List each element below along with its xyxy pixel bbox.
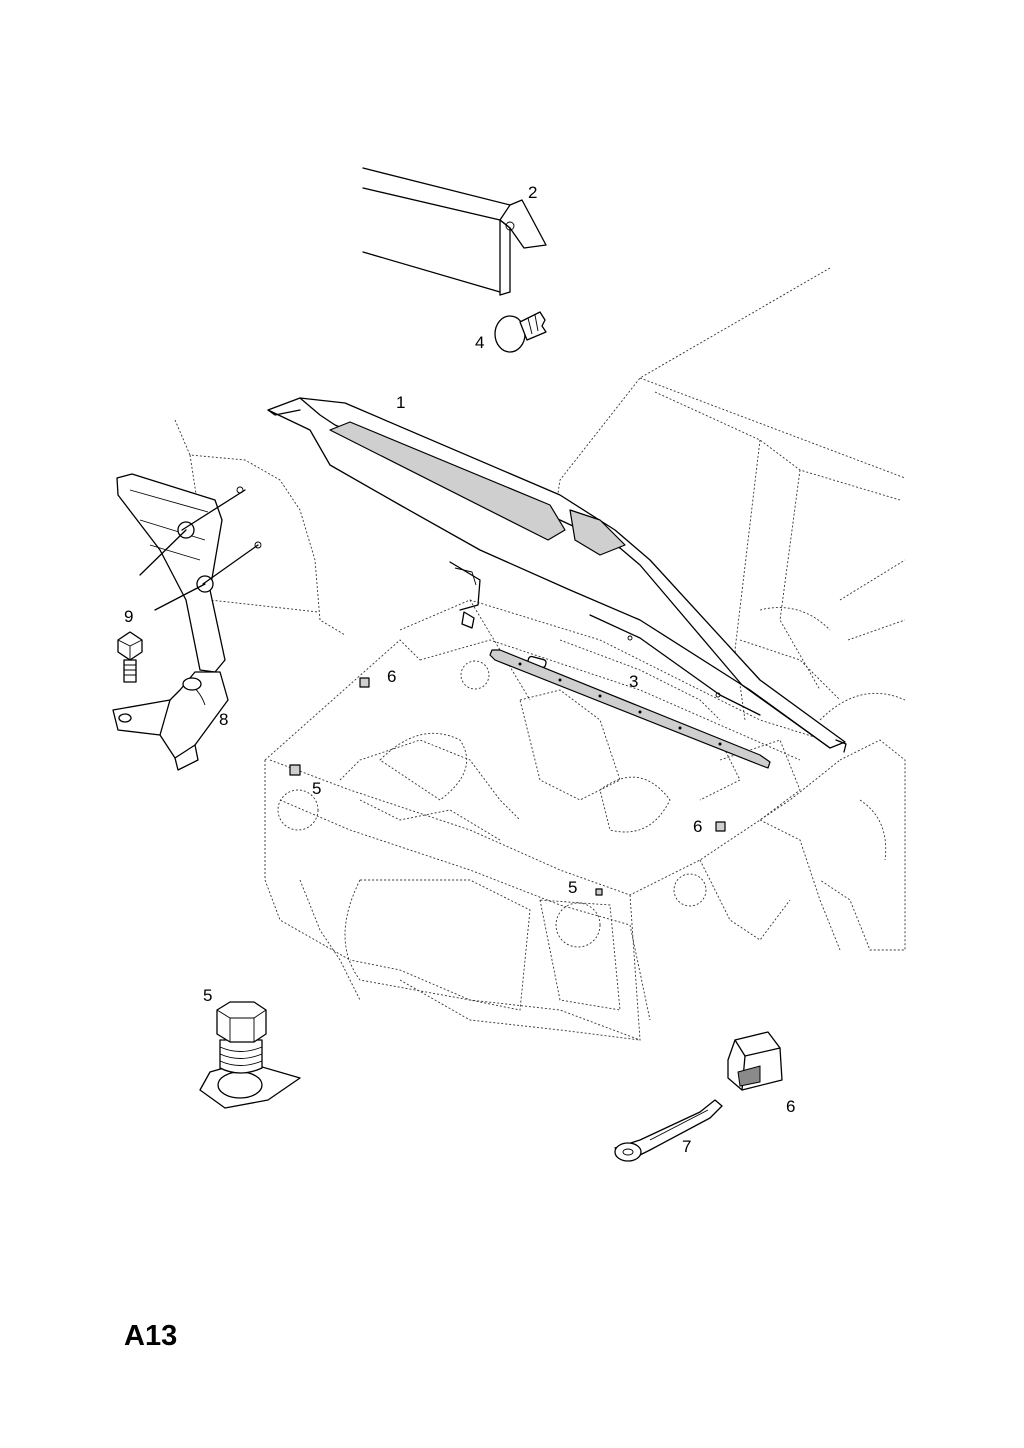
callout-9: 9 (124, 607, 134, 626)
callout-7: 7 (682, 1137, 692, 1156)
callout-3: 3 (629, 672, 639, 691)
callout-1: 1 (396, 393, 406, 412)
hood-bump-stop (199, 1001, 301, 1109)
callout-6: 6 (786, 1097, 796, 1116)
callout-8: 8 (219, 710, 229, 729)
callout-4: 4 (475, 333, 485, 352)
callout-2: 2 (528, 183, 538, 202)
hinge-bolt (117, 631, 143, 683)
callout-6: 6 (693, 817, 703, 836)
callout-5: 5 (203, 986, 213, 1005)
diagram-code: A13 (124, 1320, 178, 1352)
hood-hinge (112, 473, 262, 771)
callout-6: 6 (387, 667, 397, 686)
hood-panel (267, 397, 846, 749)
callout-5: 5 (568, 878, 578, 897)
cowl-weatherstrip (489, 649, 771, 769)
body-fittings (289, 611, 847, 896)
hood-seal-strip (362, 167, 547, 296)
callout-5: 5 (312, 779, 322, 798)
prop-rod-clip (614, 1099, 723, 1162)
push-rivet-clip (494, 311, 547, 353)
vehicle-body-outline (174, 267, 906, 1041)
rubber-buffer (727, 1031, 783, 1091)
